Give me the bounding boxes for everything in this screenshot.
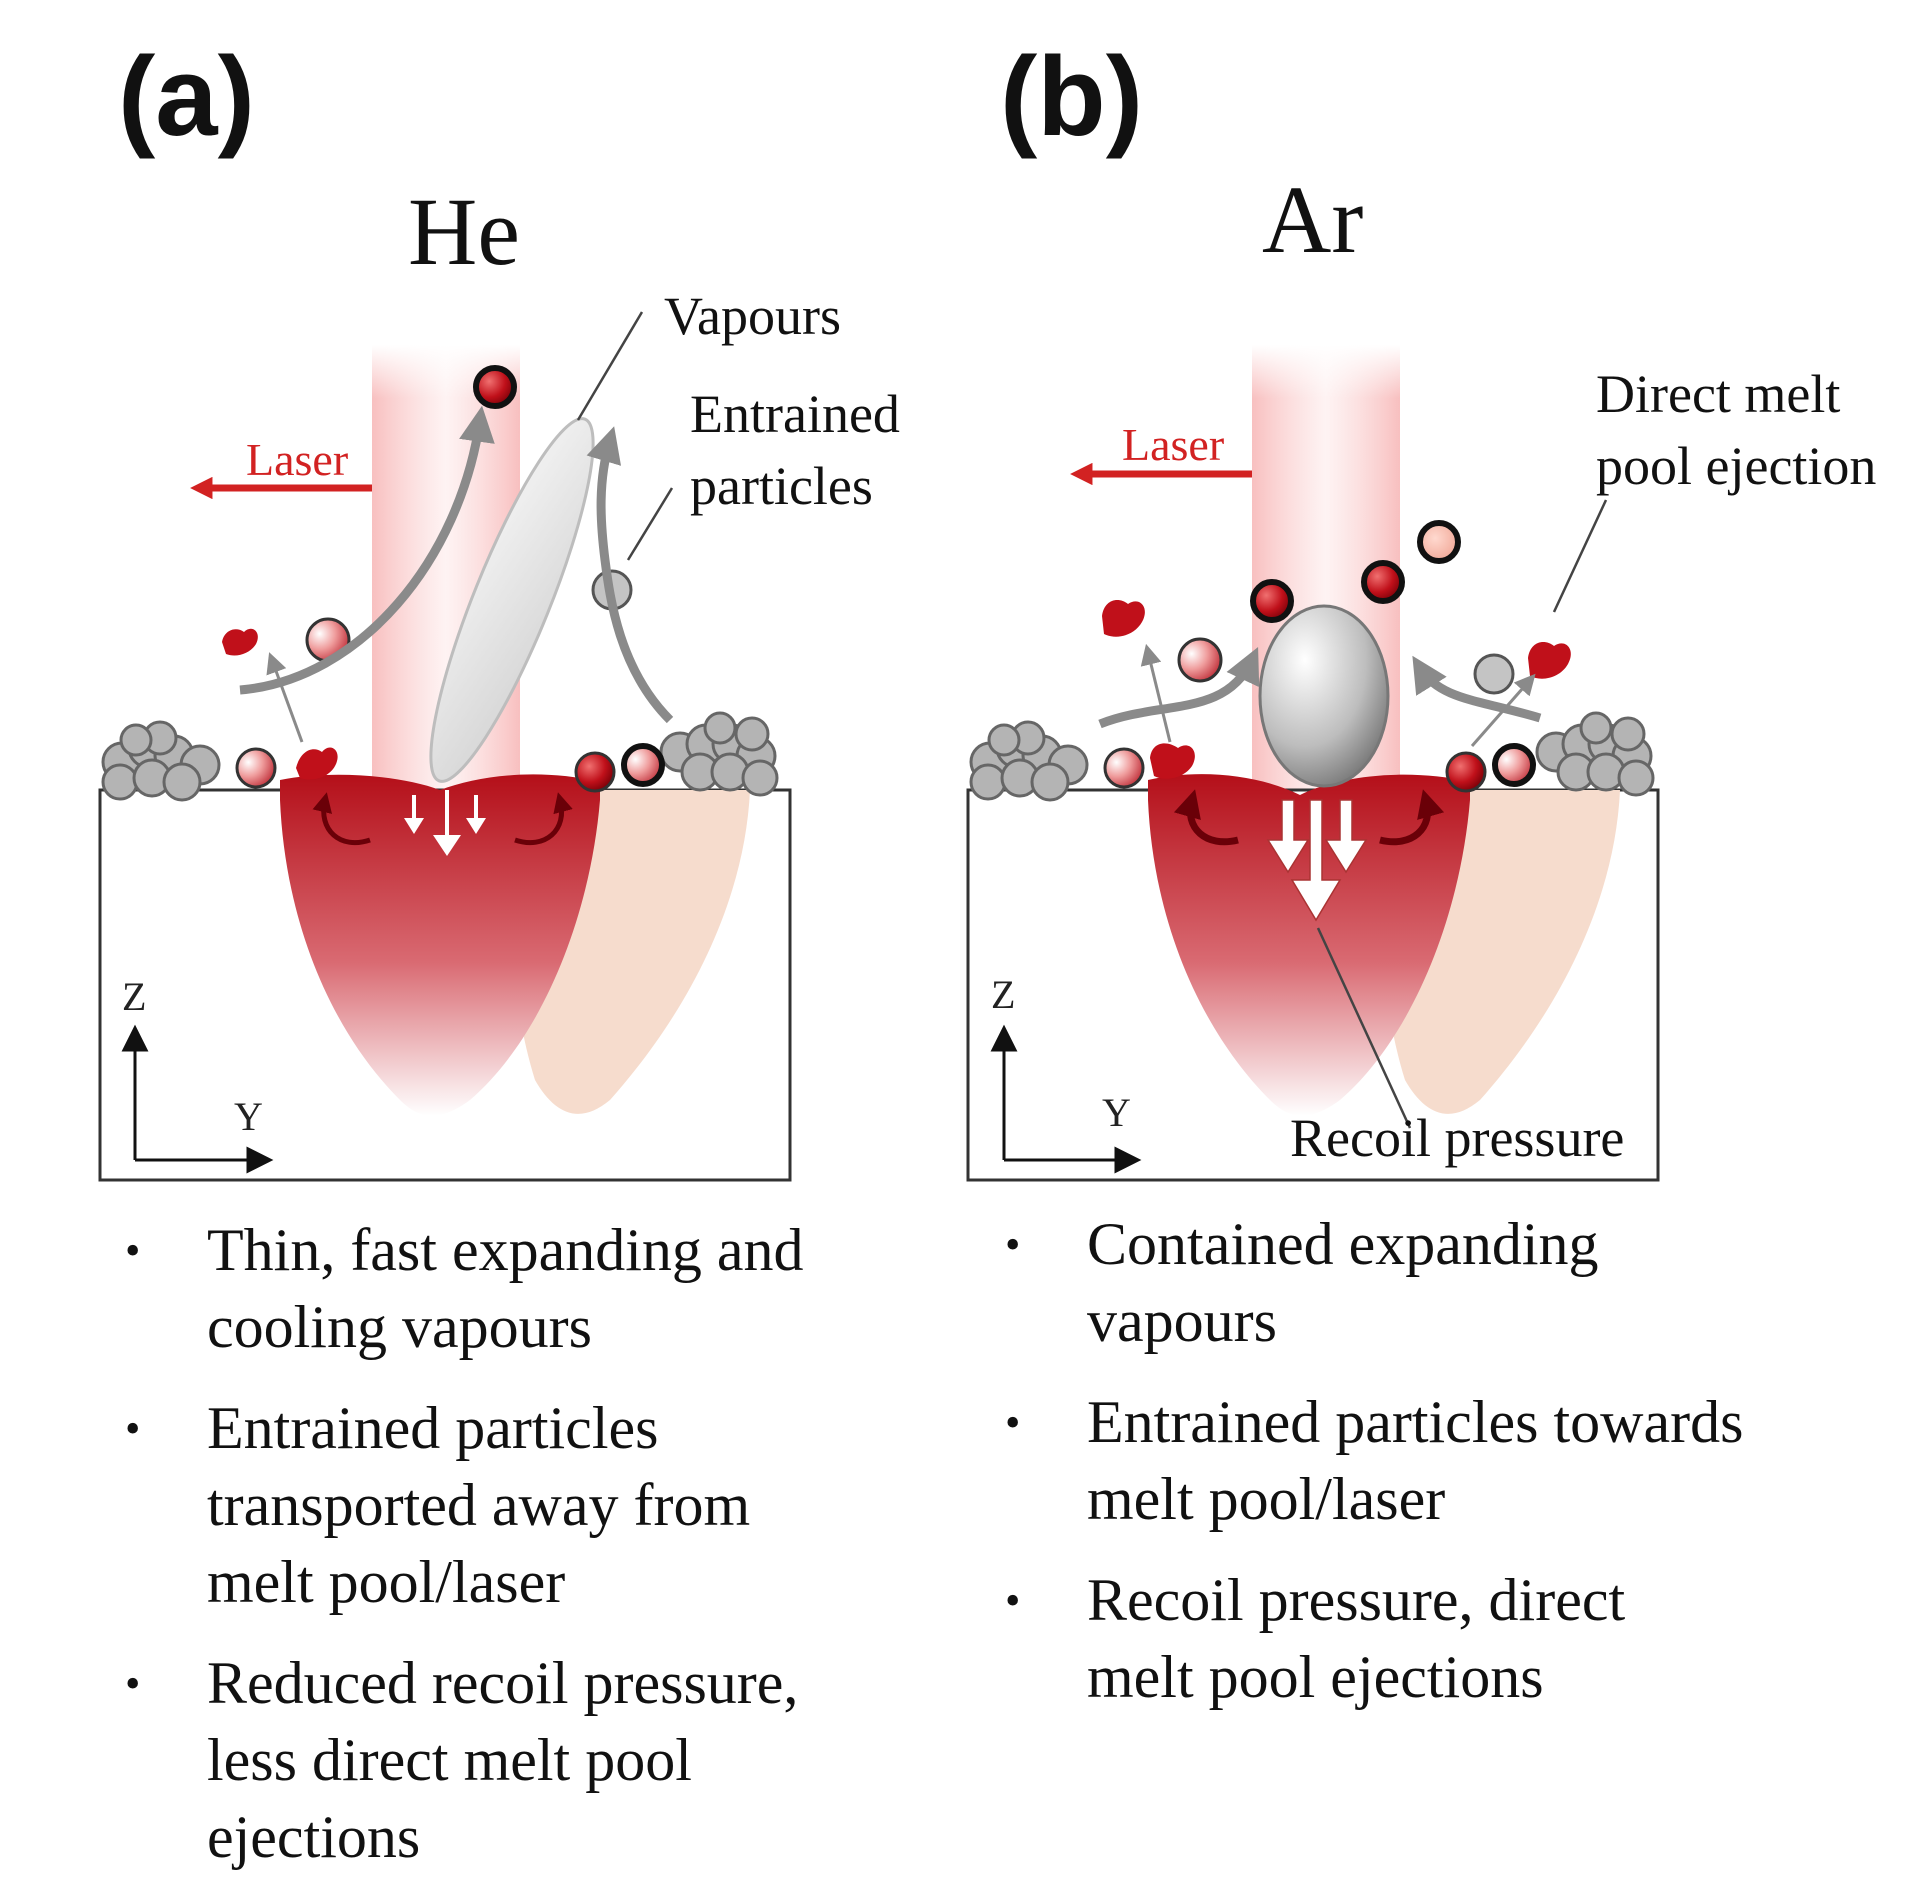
melt-pool: [280, 774, 600, 1116]
partially-melted-particle: [1103, 747, 1145, 789]
flow-arrow-left: [1173, 789, 1239, 846]
recoil-leader-line: [1316, 927, 1412, 1129]
vapours-leader-line: [576, 311, 644, 421]
powder-bed-left: [969, 720, 1089, 802]
spatter-particle-2: [1361, 560, 1405, 604]
molten-particle: [574, 751, 616, 793]
droplet-trajectory-arrow: [1140, 643, 1172, 743]
entrained-leader-line: [626, 487, 674, 561]
panel-b-bullet: Entrained particles towards melt pool/la…: [1005, 1384, 1745, 1538]
laser-label: Laser: [1122, 419, 1224, 470]
powder-bed-left: [101, 720, 221, 802]
vapour-bubble: [1258, 604, 1390, 788]
z-axis-label: Z: [991, 972, 1015, 1017]
entrained-label-line2: particles: [690, 456, 873, 516]
ejected-spatter-particle: [473, 365, 517, 409]
recoil-arrows: [1266, 799, 1368, 922]
entrained-label-line1: Entrained: [690, 384, 900, 444]
panel-a-bullet: Entrained particles transported away fro…: [125, 1390, 865, 1621]
panel-a-bullet: Reduced recoil pressure, less direct mel…: [125, 1645, 865, 1876]
panel-b-bullet: Contained expanding vapours: [1005, 1206, 1745, 1360]
z-axis-label: Z: [122, 974, 146, 1019]
panel-a-letter: (a): [118, 34, 255, 159]
y-axis-label: Y: [1102, 1090, 1131, 1135]
ejected-droplet: [1102, 600, 1145, 637]
ejected-droplet-right: [1528, 642, 1571, 679]
vapour-flow-arrow: [239, 405, 495, 695]
vapour-plume: [429, 417, 595, 783]
inflow-arrow-right: [1412, 655, 1542, 723]
panel-b: (b) Ar: [966, 34, 1876, 1182]
spatter-particle: [1492, 743, 1536, 787]
flow-arrow-left: [312, 792, 371, 846]
powder-bed-right: [1535, 711, 1655, 797]
vapours-label: Vapours: [664, 286, 841, 346]
powder-bed-right: [659, 711, 779, 797]
panel-a-bullet: Thin, fast expanding and cooling vapours: [125, 1212, 865, 1366]
droplet-trajectory-arrow: [266, 652, 304, 743]
panel-b-bullet-list: Contained expanding vapours Entrained pa…: [1005, 1206, 1745, 1740]
inflow-arrow-left: [1098, 646, 1260, 729]
panel-b-bullet: Recoil pressure, direct melt pool ejecti…: [1005, 1562, 1745, 1716]
molten-particle: [1445, 751, 1487, 793]
ejection-label-line1: Direct melt: [1596, 364, 1840, 424]
entrained-hot-particle: [1177, 637, 1223, 683]
entrained-cold-particle: [1473, 653, 1515, 695]
flow-arrow-right: [514, 792, 573, 846]
melt-droplet: [296, 747, 338, 780]
panel-b-letter: (b): [1000, 34, 1143, 159]
y-axis-label: Y: [234, 1094, 263, 1139]
panel-a-gas-label: He: [408, 178, 520, 285]
melt-pool: [1148, 774, 1470, 1116]
partially-melted-particle: [235, 747, 277, 789]
recoil-arrows: [404, 790, 486, 856]
entrainment-flow-arrow: [586, 426, 674, 724]
recoil-label: Recoil pressure: [1290, 1108, 1624, 1168]
ejected-droplet: [222, 628, 258, 656]
panel-b-gas-label: Ar: [1262, 166, 1363, 273]
panel-a: (a) He: [98, 34, 900, 1182]
ejection-leader-line: [1552, 499, 1608, 613]
panel-a-bullet-list: Thin, fast expanding and cooling vapours…: [125, 1212, 865, 1900]
spatter-particle-3: [1417, 520, 1461, 564]
ejection-label-line2: pool ejection: [1596, 436, 1876, 496]
spatter-particle-1: [1250, 579, 1294, 623]
droplet-trajectory-arrow-right: [1470, 673, 1536, 747]
flow-arrow-right: [1379, 789, 1445, 846]
spatter-particle: [621, 743, 665, 787]
melt-droplet: [1150, 743, 1195, 779]
laser-label: Laser: [246, 434, 348, 485]
